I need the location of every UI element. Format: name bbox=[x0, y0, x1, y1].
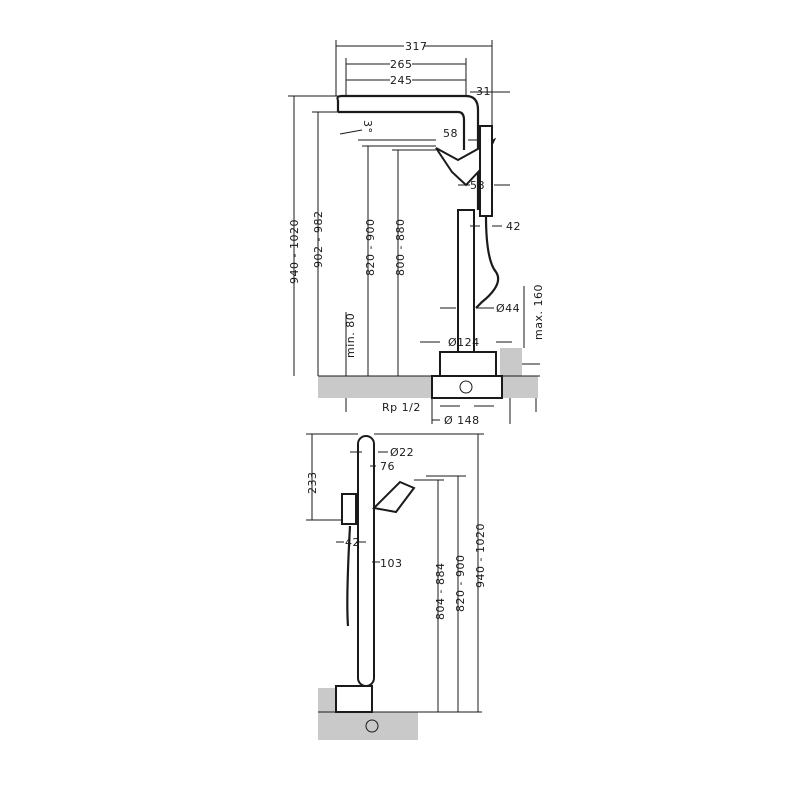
dim-31: 31 bbox=[476, 85, 491, 98]
main-column bbox=[457, 209, 475, 353]
dim-min-80: min. 80 bbox=[344, 313, 357, 358]
dim-d148: Ø 148 bbox=[444, 414, 480, 427]
dim-820-900-top: 820 - 900 bbox=[364, 219, 377, 276]
side-view: 233 Ø22 76 42 103 804 - 884 820 - 900 94… bbox=[306, 433, 487, 740]
side-column bbox=[357, 435, 375, 687]
side-hose bbox=[346, 525, 352, 627]
dim-rp: Rp 1/2 bbox=[382, 401, 421, 414]
dim-76: 76 bbox=[380, 460, 395, 473]
dim-940-1020: 940 - 1020 bbox=[288, 219, 301, 284]
dim-317: 317 bbox=[405, 40, 428, 53]
dim-940-1020-side: 940 - 1020 bbox=[474, 523, 487, 588]
side-lever bbox=[371, 480, 416, 514]
dim-angle: 3° bbox=[361, 120, 374, 134]
mounting-box bbox=[431, 375, 503, 399]
base-rosette bbox=[439, 351, 497, 377]
dim-820-900-side: 820 - 900 bbox=[454, 555, 467, 612]
dim-42-side: 42 bbox=[345, 536, 360, 549]
dim-d44: Ø44 bbox=[496, 302, 520, 315]
dim-902-982: 902 - 982 bbox=[312, 211, 325, 268]
side-connection bbox=[365, 719, 379, 733]
side-hand-shower bbox=[341, 493, 357, 525]
dim-42-top: 42 bbox=[506, 220, 521, 233]
dim-804-884: 804 - 884 bbox=[434, 563, 447, 620]
dim-245: 245 bbox=[390, 74, 413, 87]
side-floor bbox=[318, 712, 418, 740]
floor-section bbox=[318, 376, 538, 398]
spout-bottom bbox=[338, 110, 466, 150]
hand-shower-holder bbox=[479, 125, 493, 217]
dim-d22: Ø22 bbox=[390, 446, 414, 459]
dim-58-upper: 58 bbox=[443, 127, 458, 140]
hose bbox=[475, 215, 500, 309]
floor-step bbox=[500, 348, 522, 376]
dim-max-160: max. 160 bbox=[532, 284, 545, 340]
dim-800-880: 800 - 880 bbox=[394, 219, 407, 276]
dim-233: 233 bbox=[306, 472, 319, 495]
dim-265: 265 bbox=[390, 58, 413, 71]
dim-103: 103 bbox=[380, 557, 403, 570]
dim-58-lower: 58 bbox=[470, 179, 485, 192]
connection-circle bbox=[459, 380, 473, 394]
dim-d124: Ø124 bbox=[448, 336, 480, 349]
side-base bbox=[335, 685, 373, 713]
front-view: 317 265 245 31 3° 58 58 42 940 - 1020 bbox=[288, 40, 545, 427]
